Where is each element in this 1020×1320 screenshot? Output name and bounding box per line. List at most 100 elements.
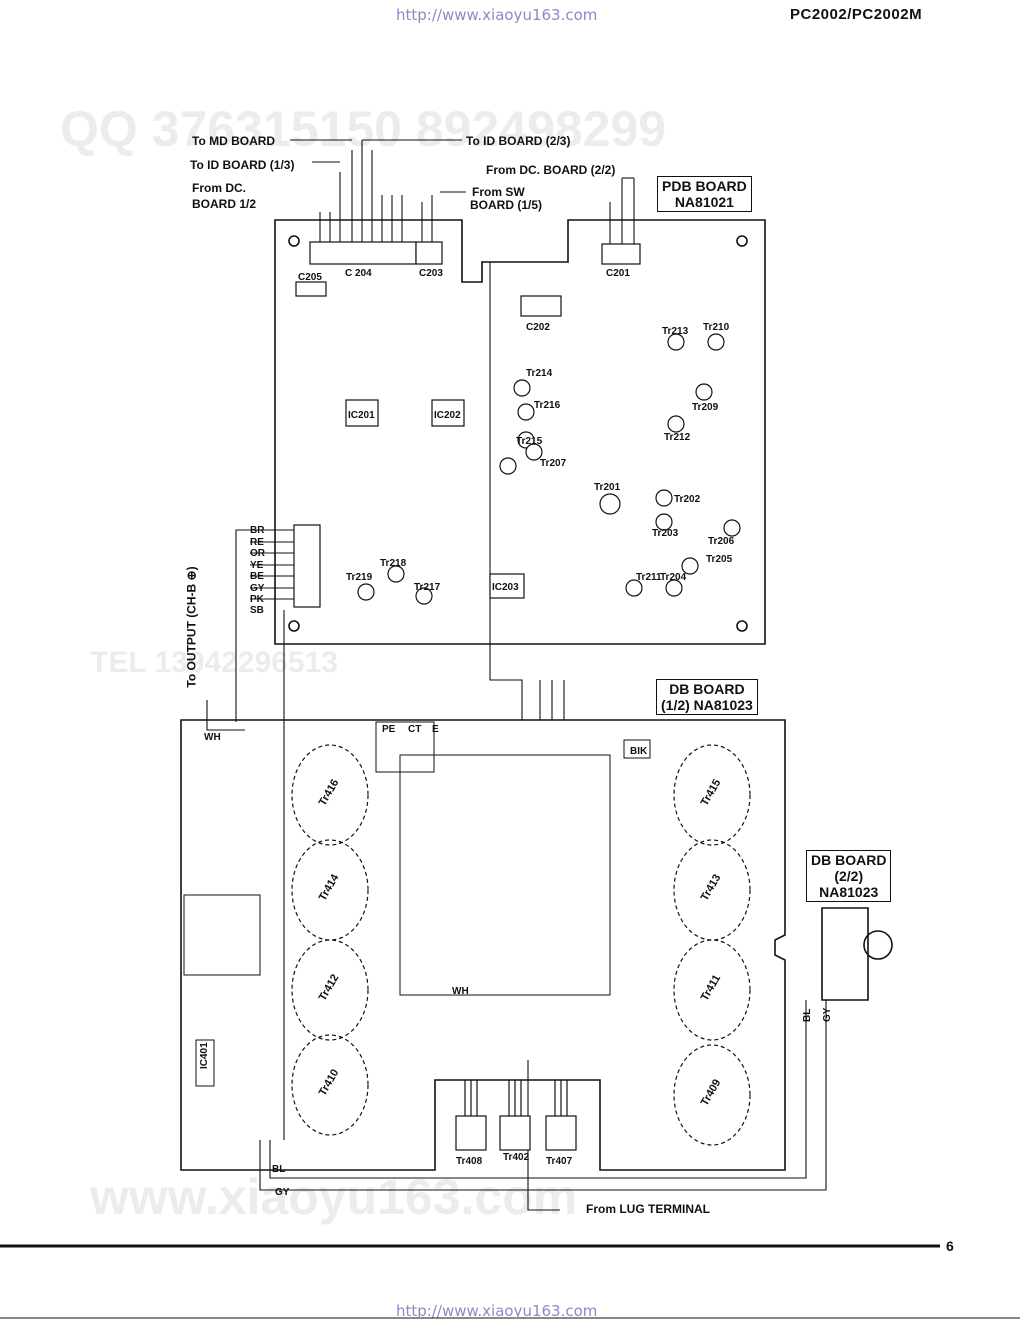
svg-text:Tr210: Tr210 [703, 322, 730, 333]
svg-text:IC401: IC401 [199, 1042, 210, 1069]
svg-text:Tr407: Tr407 [546, 1156, 573, 1167]
label-from-dc-board-22: From DC. BOARD (2/2) [486, 163, 616, 177]
svg-text:BL: BL [272, 1164, 285, 1175]
board-name-db22-line3: NA81023 [819, 884, 879, 900]
watermark-tel: TEL 13942296513 [90, 646, 338, 679]
label-from-sw-b: BOARD (1/5) [470, 198, 543, 212]
connector-c203 [415, 241, 443, 265]
svg-text:C202: C202 [526, 322, 550, 333]
svg-text:IC203: IC203 [492, 582, 519, 593]
svg-text:SB: SB [250, 605, 264, 616]
connector-c201 [601, 243, 641, 265]
board-name-db12: DB BOARD (1/2) NA81023 [656, 679, 758, 715]
label-from-sw-a: From SW [472, 185, 525, 199]
mounting-hole [736, 235, 748, 247]
board-name-db22-line1: DB BOARD [811, 852, 887, 868]
svg-text:Tr205: Tr205 [706, 554, 733, 565]
svg-text:Tr402: Tr402 [503, 1152, 530, 1163]
label-from-lug-terminal: From LUG TERMINAL [586, 1202, 710, 1216]
svg-text:Tr209: Tr209 [692, 402, 719, 413]
svg-text:WH: WH [452, 986, 469, 997]
svg-text:BE: BE [250, 571, 264, 582]
svg-text:BL: BL [802, 1009, 813, 1022]
svg-text:Tr415: Tr415 [699, 777, 724, 808]
svg-text:Tr211: Tr211 [636, 572, 662, 583]
board-name-db12-line1: DB BOARD [669, 681, 745, 697]
svg-text:CT: CT [408, 724, 421, 735]
board-name-db12-line2: (1/2) NA81023 [661, 697, 753, 713]
mounting-hole [288, 235, 300, 247]
svg-text:IC201: IC201 [348, 410, 375, 421]
ic201 [345, 399, 379, 427]
svg-text:RE: RE [250, 537, 264, 548]
page-number: 6 [946, 1238, 954, 1254]
svg-text:Tr414: Tr414 [317, 872, 342, 904]
svg-text:Tr219: Tr219 [346, 572, 373, 583]
svg-text:Tr214: Tr214 [526, 368, 553, 379]
label-to-id-board-23: To ID BOARD (2/3) [466, 134, 571, 148]
mounting-hole [736, 620, 748, 632]
svg-text:Tr410: Tr410 [317, 1067, 342, 1098]
svg-text:YE: YE [250, 560, 264, 571]
svg-text:Tr213: Tr213 [662, 326, 689, 337]
svg-text:Tr216: Tr216 [534, 400, 561, 411]
svg-text:IC202: IC202 [434, 410, 461, 421]
label-from-dc-12-b: BOARD 1/2 [192, 197, 257, 211]
board-name-db22: DB BOARD (2/2) NA81023 [806, 850, 892, 902]
svg-text:Tr207: Tr207 [540, 458, 567, 469]
svg-text:Tr416: Tr416 [317, 777, 342, 808]
tr408 [455, 1115, 487, 1151]
svg-text:Tr202: Tr202 [674, 494, 701, 505]
connector-c206 [293, 524, 321, 608]
svg-text:GY: GY [250, 583, 265, 594]
svg-text:Tr412: Tr412 [317, 972, 342, 1003]
svg-text:GY: GY [275, 1187, 290, 1198]
watermark-qq: QQ 376315150 892498299 [60, 101, 667, 157]
svg-text:BR: BR [250, 525, 265, 536]
svg-text:Tr411: Tr411 [699, 973, 723, 1003]
tr407 [545, 1115, 577, 1151]
connector-c202 [520, 295, 562, 317]
board-name-pdb: PDB BOARD NA81021 [657, 176, 752, 212]
svg-text:Tr212: Tr212 [664, 432, 691, 443]
pdb-board-outline [274, 219, 766, 645]
ic203 [489, 573, 525, 599]
connector-c205 [295, 281, 327, 297]
connector-c204 [309, 241, 417, 265]
svg-text:Tr413: Tr413 [699, 872, 724, 903]
svg-text:BIK: BIK [630, 746, 648, 757]
label-from-dc-12-a: From DC. [192, 181, 246, 195]
header-url-bottom: http://www.xiaoyu163.com [396, 1302, 598, 1320]
label-to-id-board-13: To ID BOARD (1/3) [190, 158, 295, 172]
svg-text:GY: GY [822, 1007, 833, 1022]
db-board-outline [180, 719, 786, 1171]
svg-text:C201: C201 [606, 268, 630, 279]
svg-text:Tr408: Tr408 [456, 1156, 483, 1167]
tr402 [499, 1115, 531, 1151]
svg-text:Tr218: Tr218 [380, 558, 407, 569]
svg-text:C 204: C 204 [345, 268, 372, 279]
model-title: PC2002/PC2002M [790, 6, 923, 23]
db22-part-outline [821, 907, 869, 1001]
svg-text:Tr217: Tr217 [414, 582, 441, 593]
svg-text:C203: C203 [419, 268, 443, 279]
label-to-md-board: To MD BOARD [192, 134, 276, 148]
mounting-hole [288, 620, 300, 632]
board-name-pdb-line2: NA81021 [674, 194, 734, 210]
svg-text:Tr204: Tr204 [660, 572, 687, 583]
svg-text:OR: OR [250, 548, 266, 559]
svg-text:Tr201: Tr201 [594, 482, 621, 493]
svg-text:WH: WH [204, 732, 221, 743]
svg-text:E: E [432, 724, 439, 735]
svg-text:C205: C205 [298, 272, 322, 283]
board-name-pdb-line1: PDB BOARD [662, 178, 747, 194]
svg-text:Tr206: Tr206 [708, 536, 735, 547]
svg-text:PE: PE [382, 724, 396, 735]
board-name-db22-line2: (2/2) [834, 868, 864, 884]
header-url-top: http://www.xiaoyu163.com [396, 6, 598, 24]
svg-text:Tr409: Tr409 [699, 1077, 724, 1108]
svg-text:Tr203: Tr203 [652, 528, 679, 539]
ic202 [431, 399, 465, 427]
svg-text:Tr215: Tr215 [516, 436, 543, 447]
